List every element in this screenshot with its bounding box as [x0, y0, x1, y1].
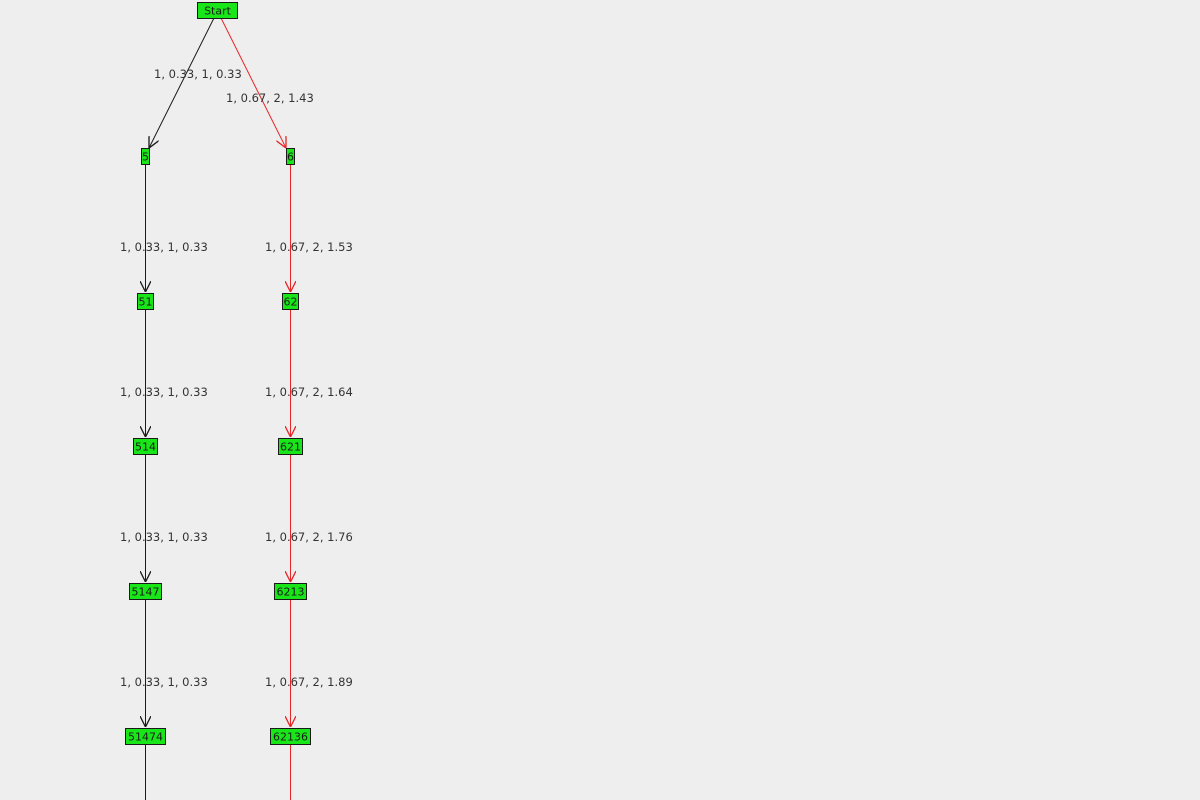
edge-label-5147-51474: 1, 0.33, 1, 0.33 — [120, 675, 208, 689]
edge-label-start-5: 1, 0.33, 1, 0.33 — [154, 67, 242, 81]
node-label-5: 5 — [142, 151, 149, 164]
edge-start-5 — [149, 17, 215, 148]
node-62[interactable]: 62 — [282, 293, 299, 310]
node-51474[interactable]: 51474 — [125, 728, 166, 745]
edge-label-514-5147: 1, 0.33, 1, 0.33 — [120, 530, 208, 544]
node-label-62: 62 — [284, 296, 298, 309]
edge-label-6213-62136: 1, 0.67, 2, 1.89 — [265, 675, 353, 689]
edge-start-6 — [220, 17, 286, 148]
node-5[interactable]: 5 — [141, 148, 150, 165]
node-label-6213: 6213 — [277, 586, 305, 599]
edge-label-62-621: 1, 0.67, 2, 1.64 — [265, 385, 353, 399]
node-62136[interactable]: 62136 — [270, 728, 311, 745]
node-label-5147: 5147 — [132, 586, 160, 599]
node-514[interactable]: 514 — [133, 438, 158, 455]
node-label-62136: 62136 — [273, 731, 308, 744]
node-6213[interactable]: 6213 — [274, 583, 307, 600]
node-51[interactable]: 51 — [137, 293, 154, 310]
node-label-start: Start — [204, 5, 232, 18]
edge-label-6-62: 1, 0.67, 2, 1.53 — [265, 240, 353, 254]
node-label-6: 6 — [287, 151, 294, 164]
node-label-51474: 51474 — [128, 731, 163, 744]
node-621[interactable]: 621 — [278, 438, 303, 455]
edge-label-51-514: 1, 0.33, 1, 0.33 — [120, 385, 208, 399]
node-label-51: 51 — [139, 296, 153, 309]
node-start[interactable]: Start — [197, 2, 238, 19]
edge-label-start-6: 1, 0.67, 2, 1.43 — [226, 91, 314, 105]
node-label-514: 514 — [135, 441, 156, 454]
node-6[interactable]: 6 — [286, 148, 295, 165]
edge-label-621-6213: 1, 0.67, 2, 1.76 — [265, 530, 353, 544]
node-label-621: 621 — [280, 441, 301, 454]
edge-label-5-51: 1, 0.33, 1, 0.33 — [120, 240, 208, 254]
node-5147[interactable]: 5147 — [129, 583, 162, 600]
